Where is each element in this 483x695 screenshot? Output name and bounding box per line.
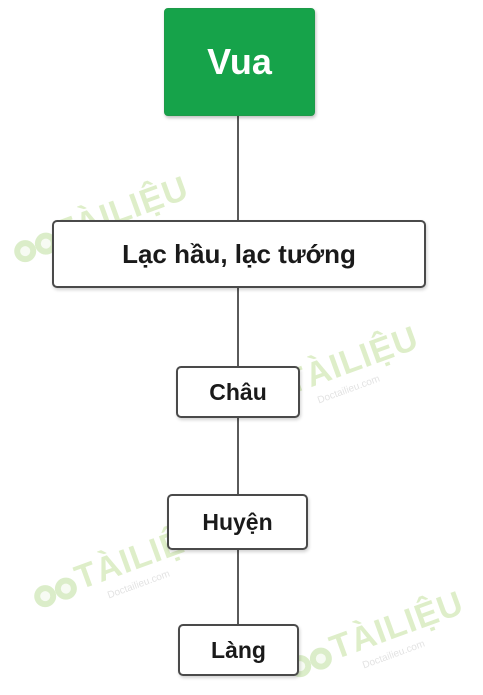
node-chau: Châu bbox=[176, 366, 300, 418]
owl-icon bbox=[30, 570, 83, 614]
connector-level1-level2 bbox=[237, 288, 239, 366]
connector-root-level1 bbox=[237, 116, 239, 220]
node-lac-hau-lac-tuong: Lạc hầu, lạc tướng bbox=[52, 220, 426, 288]
hierarchy-diagram: TÀILIỆU Doctailieu.com TÀILIỆU Doctailie… bbox=[0, 0, 483, 679]
node-huyen: Huyện bbox=[167, 494, 308, 550]
node-vua: Vua bbox=[164, 8, 315, 116]
connector-level3-level4 bbox=[237, 550, 239, 624]
connector-level2-level3 bbox=[237, 418, 239, 494]
node-lang: Làng bbox=[178, 624, 299, 676]
watermark-logo: TÀILIỆU Doctailieu.com bbox=[282, 584, 469, 684]
